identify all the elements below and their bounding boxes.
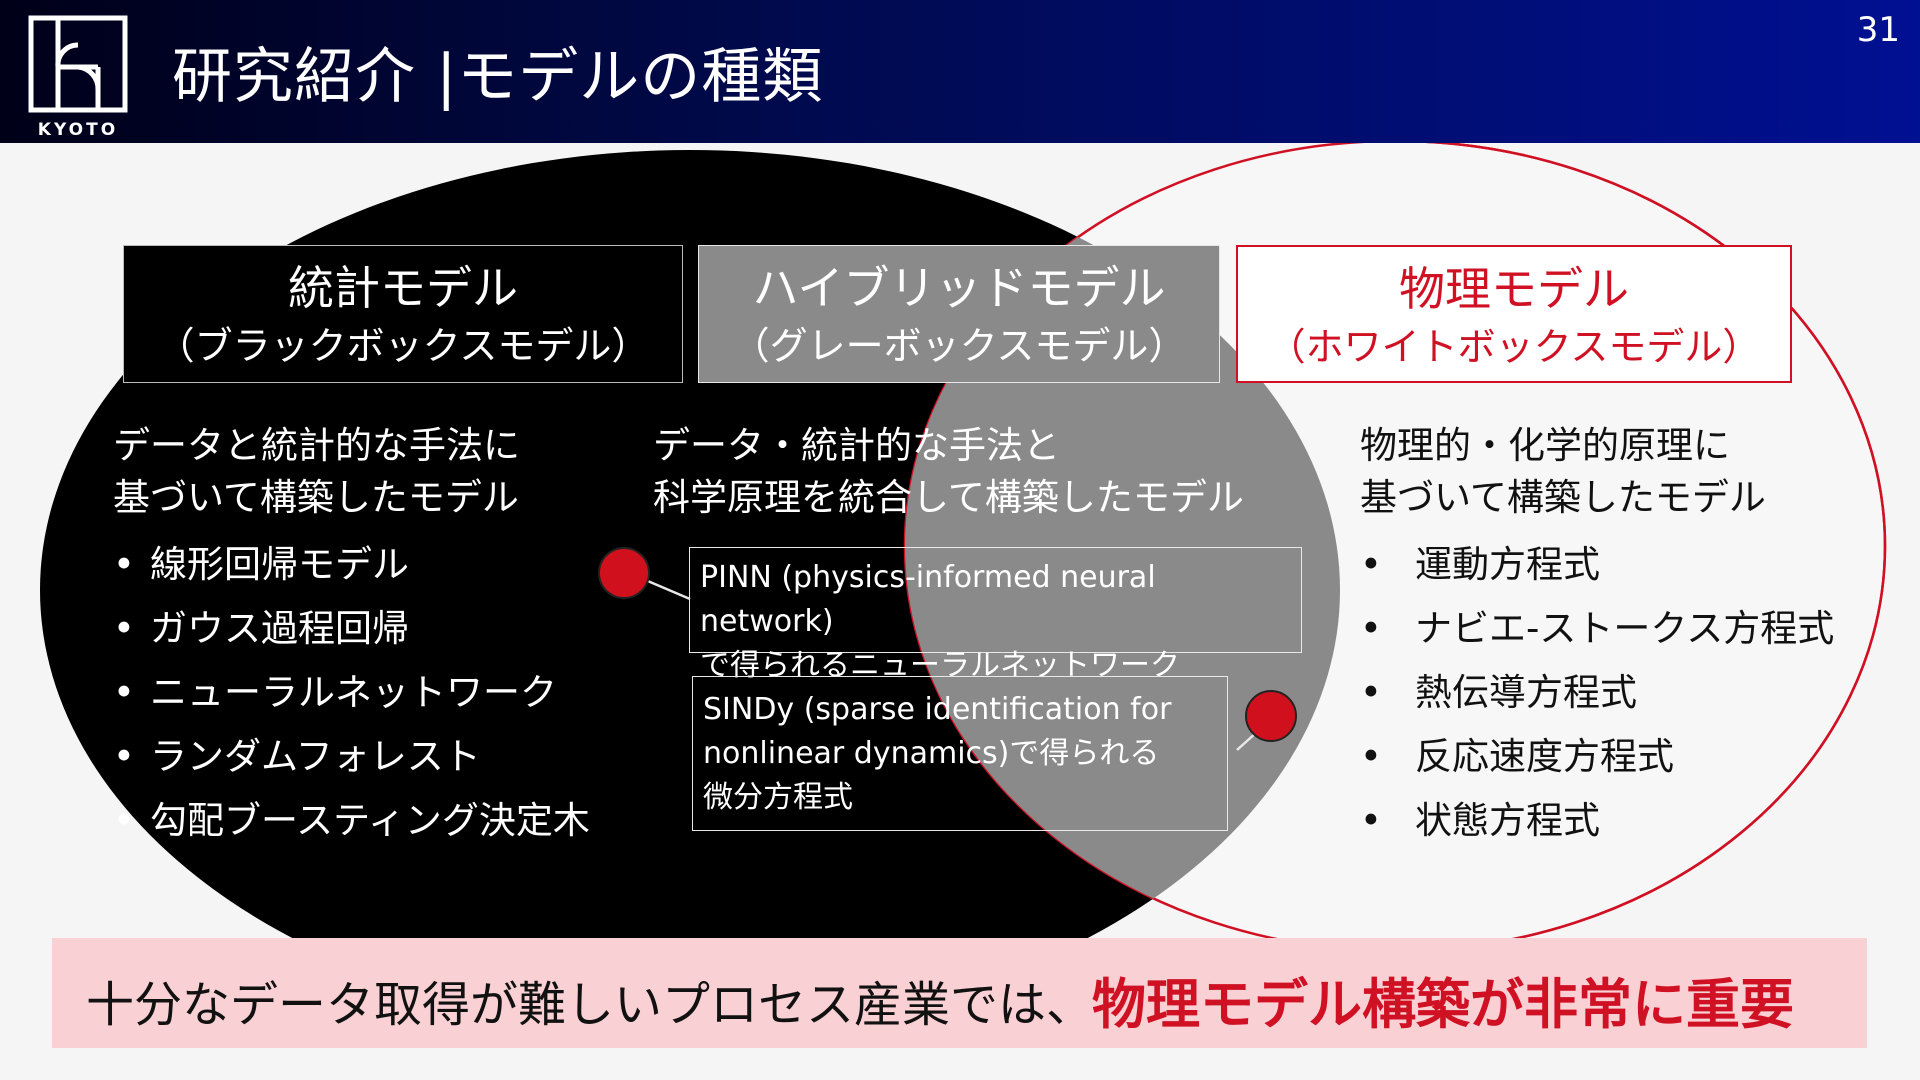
statistical-subtitle: （ブラックボックスモデル）	[156, 324, 650, 368]
physical-description: 物理的・化学的原理に 基づいて構築したモデル	[1360, 420, 1766, 524]
physical-model-list: •運動方程式 •ナビエ-ストークス方程式 •熱伝導方程式 •反応速度方程式 •状…	[1360, 533, 1834, 853]
list-item: •運動方程式	[1360, 543, 1600, 586]
conclusion-emphasis: 物理モデル構築が非常に重要	[1092, 973, 1794, 1036]
list-item: •勾配ブースティング決定木	[113, 799, 590, 842]
list-item: •反応速度方程式	[1360, 735, 1674, 778]
description-line: データ・統計的な手法と	[653, 424, 1060, 467]
statistical-model-box: 統計モデル （ブラックボックスモデル）	[123, 245, 683, 383]
list-item: •ナビエ-ストークス方程式	[1360, 607, 1835, 650]
list-item: •線形回帰モデル	[113, 543, 409, 586]
list-item: •ガウス過程回帰	[113, 607, 409, 650]
physical-ellipse-edge	[1394, 143, 1887, 953]
slide-header: KYOTO 研究紹介 |モデルの種類 31	[0, 0, 1920, 143]
list-item: •ランダムフォレスト	[113, 735, 481, 778]
description-line: 科学原理を統合して構築したモデル	[653, 476, 1244, 519]
pinn-marker-icon	[598, 547, 650, 599]
description-line: 基づいて構築したモデル	[1360, 476, 1766, 519]
kyoto-logo-icon: KYOTO	[28, 15, 128, 138]
statistical-model-list: •線形回帰モデル •ガウス過程回帰 •ニューラルネットワーク •ランダムフォレス…	[113, 533, 590, 853]
statistical-description: データと統計的な手法に 基づいて構築したモデル	[113, 420, 520, 524]
conclusion-prefix: 十分なデータ取得が難しいプロセス産業では、	[86, 977, 1095, 1033]
statistical-title: 統計モデル	[288, 261, 518, 315]
example-line: 微分方程式	[703, 780, 853, 815]
example-line: PINN (physics-informed neural network)	[700, 560, 1156, 639]
hybrid-subtitle: （グレーボックスモデル）	[731, 324, 1187, 368]
list-item: •ニューラルネットワーク	[113, 671, 557, 714]
example-line: で得られるニューラルネットワーク	[700, 648, 1180, 683]
list-item: •熱伝導方程式	[1360, 671, 1637, 714]
list-item: •状態方程式	[1360, 799, 1600, 842]
pinn-example-box: PINN (physics-informed neural network) で…	[689, 547, 1302, 683]
example-line: nonlinear dynamics)で得られる	[703, 736, 1160, 771]
sindy-marker-icon	[1245, 690, 1297, 742]
page-number: 31	[1856, 10, 1900, 50]
hybrid-model-box: ハイブリッドモデル （グレーボックスモデル）	[698, 245, 1220, 383]
sindy-example-box: SINDy (sparse identification for nonline…	[692, 676, 1228, 831]
description-line: 基づいて構築したモデル	[113, 476, 519, 519]
description-line: 物理的・化学的原理に	[1360, 424, 1730, 467]
conclusion-banner: 十分なデータ取得が難しいプロセス産業では、 物理モデル構築が非常に重要	[52, 938, 1867, 1048]
example-line: SINDy (sparse identification for	[703, 692, 1172, 727]
description-line: データと統計的な手法に	[113, 424, 520, 467]
physical-subtitle: （ホワイトボックスモデル）	[1267, 325, 1761, 369]
physical-model-box: 物理モデル （ホワイトボックスモデル）	[1236, 245, 1792, 383]
hybrid-title: ハイブリッドモデル	[752, 261, 1166, 315]
slide-title: 研究紹介 |モデルの種類	[172, 42, 824, 112]
logo-text: KYOTO	[38, 120, 118, 138]
physical-title: 物理モデル	[1399, 262, 1629, 316]
hybrid-description: データ・統計的な手法と 科学原理を統合して構築したモデル	[653, 420, 1244, 524]
